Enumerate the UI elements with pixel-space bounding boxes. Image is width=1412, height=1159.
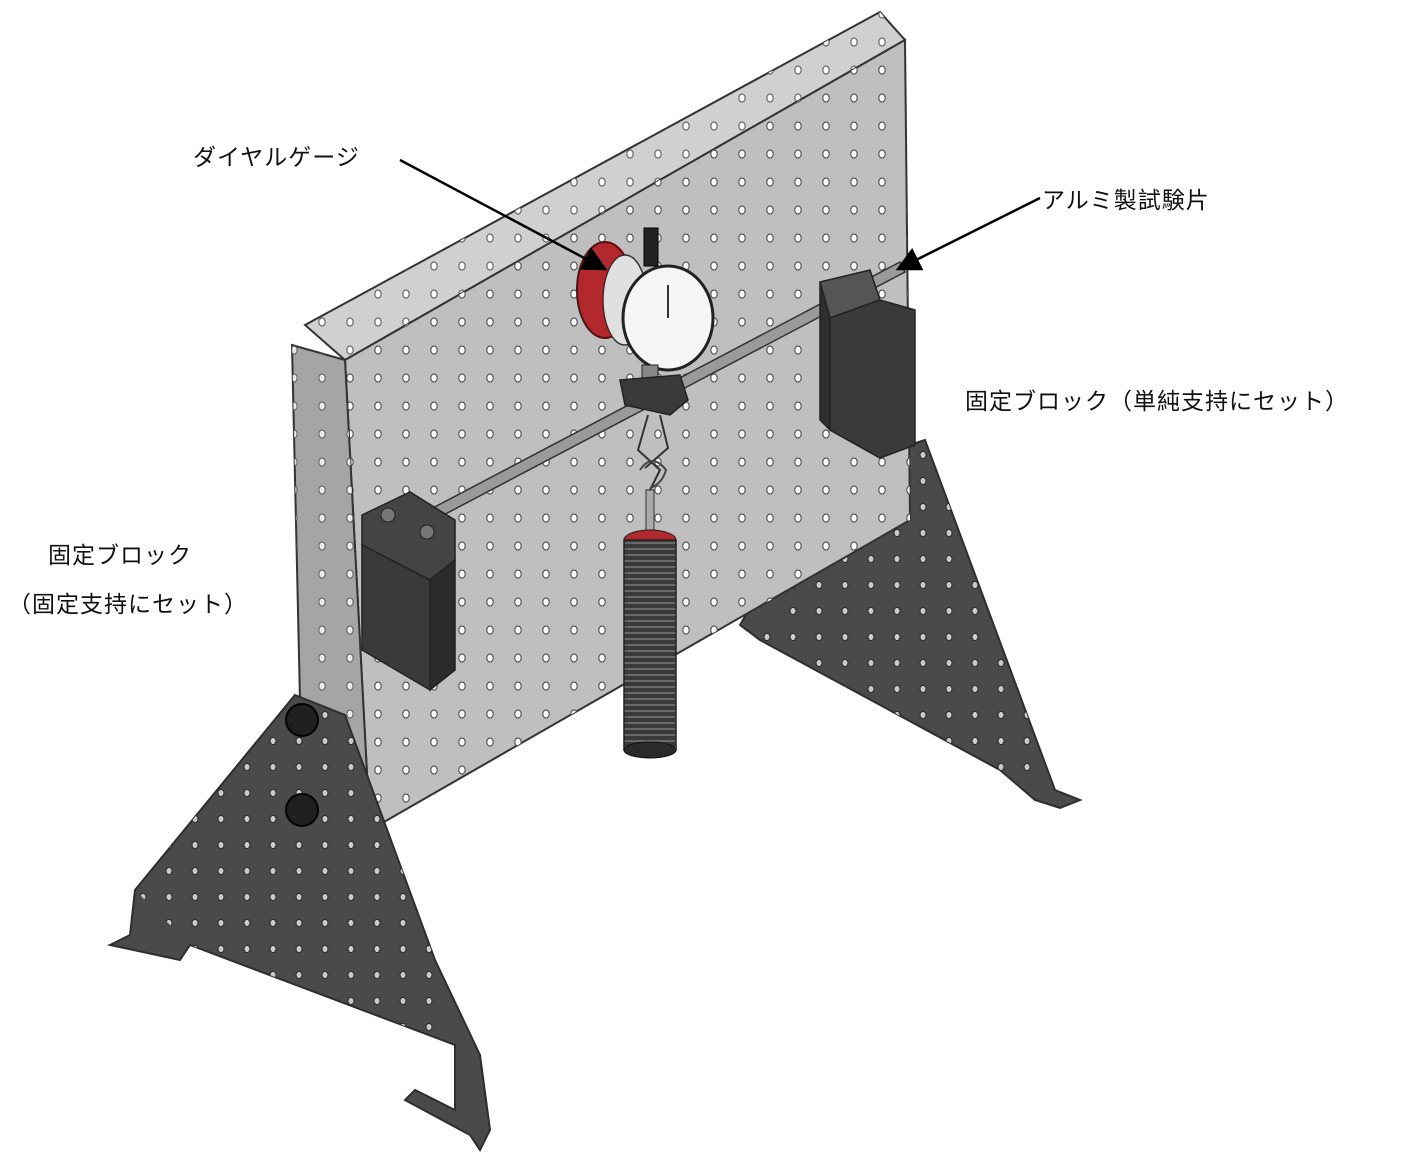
dial-gauge-arrow [399,158,608,271]
left-fixed-block [361,491,456,692]
leader-lines [399,158,1041,271]
left-stand [107,693,492,1152]
hanging-weight [623,414,677,759]
fixed-support-block-label: 固定ブロック [48,543,192,569]
fixed-support-block-sublabel: （固定支持にセット） [8,592,248,618]
right-fixed-block [819,269,916,459]
dial-gauge-label: ダイヤルゲージ [193,145,360,171]
aluminum-specimen-arrow [895,196,1041,271]
aluminum-specimen-label: アルミ製試験片 [1042,188,1210,214]
simple-support-block-label: 固定ブロック（単純支持にセット） [965,389,1349,415]
